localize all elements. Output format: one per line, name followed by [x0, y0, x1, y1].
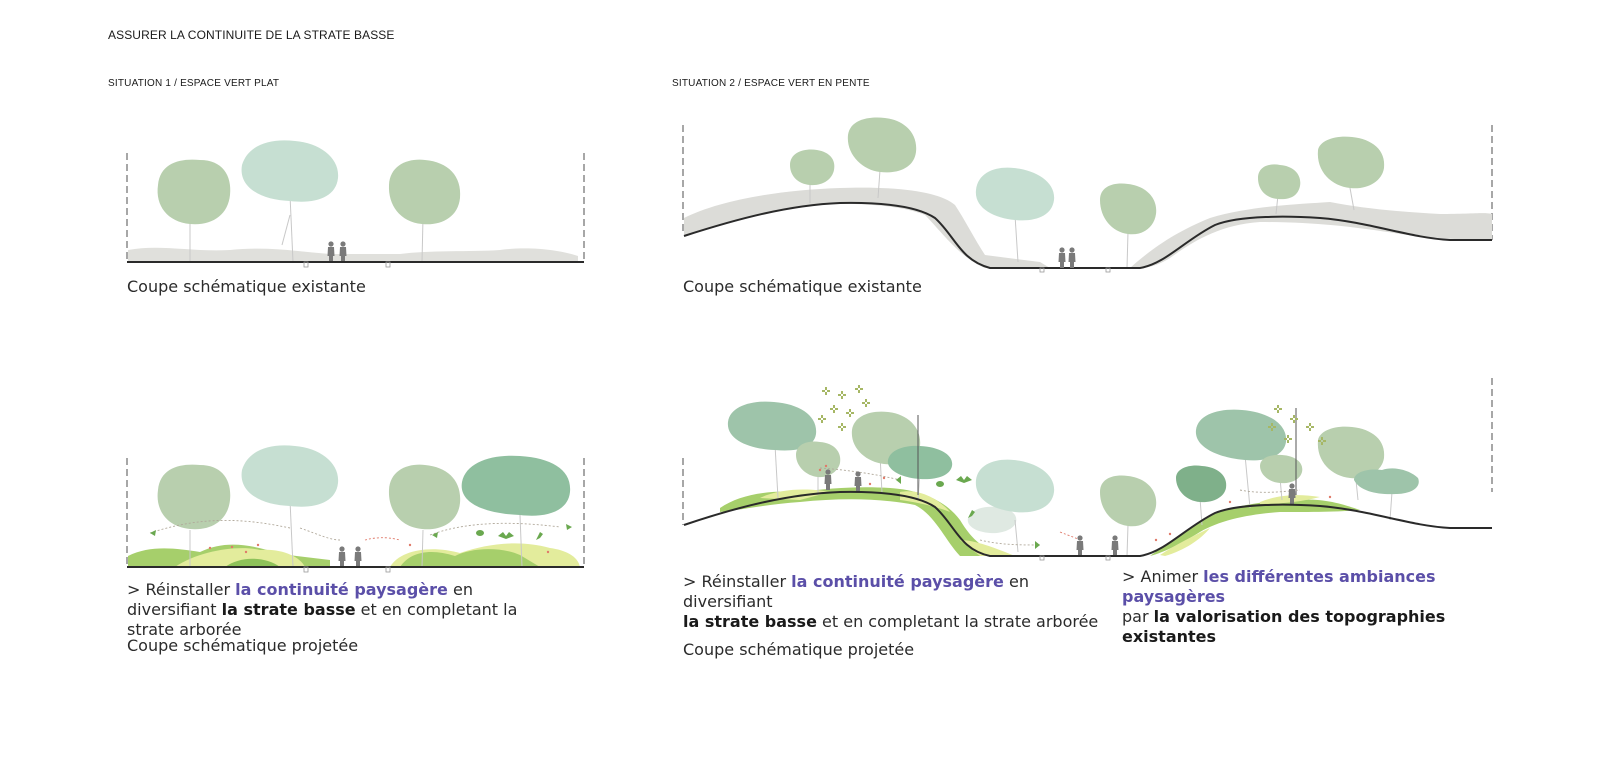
bird-icon — [968, 510, 975, 518]
s2-projected-pollen-crosses — [818, 385, 1326, 445]
s2-projected-seated-person — [1111, 535, 1119, 556]
note-suffix: et en completant la strate arborée — [127, 600, 518, 639]
s2-projected-ground-line — [683, 490, 1492, 557]
bird-icon — [536, 532, 543, 540]
frog-icon — [476, 530, 484, 536]
s2-projected-note-left: > Réinstaller la continuité paysagère en… — [683, 572, 1103, 632]
s2-projected-fauna-paths — [819, 467, 1301, 546]
note-bold: la valorisation des topographies existan… — [1122, 607, 1446, 646]
s1-existing-caption: Coupe schématique existante — [127, 277, 366, 296]
s1-projected-person — [338, 546, 346, 567]
note-mid: par — [1122, 607, 1154, 626]
s2-existing-person — [1068, 247, 1076, 268]
note-prefix: > Réinstaller — [127, 580, 236, 599]
s2-projected-caption: Coupe schématique projetée — [683, 640, 915, 659]
butterfly-icon — [498, 532, 514, 539]
s1-existing-ground-cover — [128, 247, 578, 262]
note-highlight: la continuité paysagère — [791, 572, 1004, 591]
s1-projected-caption: Coupe schématique projetée — [127, 636, 359, 655]
note-mid: en diversifiant — [683, 572, 1029, 611]
s1-existing-section — [126, 140, 585, 268]
butterfly-icon — [956, 476, 972, 483]
situation-2-title: SITUATION 2 / ESPACE VERT EN PENTE — [672, 78, 870, 89]
s2-projected-seed-dots — [818, 464, 1332, 542]
s2-existing-left-ground-cover — [684, 187, 1050, 268]
s2-projected-person — [1076, 535, 1084, 556]
frog-icon — [936, 481, 944, 487]
s1-projected-low-vegetation — [128, 543, 580, 567]
s1-projected-fauna-icons — [150, 524, 572, 540]
s2-projected-section — [682, 378, 1493, 561]
s1-projected-seed-dots — [208, 543, 550, 554]
note-highlight: les différentes ambiances paysagères — [1122, 567, 1436, 606]
s1-projected-section — [126, 445, 585, 573]
s1-projected-note: > Réinstaller la continuité paysagère en… — [127, 580, 567, 640]
s2-existing-right-ground-cover — [1130, 202, 1492, 268]
s1-projected-fauna-paths — [149, 519, 561, 541]
note-prefix: > Animer — [1122, 567, 1204, 586]
s2-projected-trees — [727, 401, 1419, 557]
s1-projected-trees — [157, 445, 571, 568]
note-mid: en diversifiant — [127, 580, 473, 619]
s2-existing-trees — [790, 117, 1385, 269]
s2-projected-note-right: > Animer les différentes ambiances paysa… — [1122, 567, 1522, 647]
note-highlight: la continuité paysagère — [235, 580, 448, 599]
note-suffix: et en completant la strate arborée — [816, 612, 1099, 631]
s1-existing-trees — [157, 140, 461, 263]
s1-projected-person — [354, 546, 362, 567]
s2-projected-seated-person — [824, 469, 832, 490]
note-bold: la strate basse — [683, 612, 817, 631]
page-title: ASSURER LA CONTINUITE DE LA STRATE BASSE — [108, 28, 395, 42]
s2-existing-caption: Coupe schématique existante — [683, 277, 922, 296]
s2-existing-ground-line — [683, 201, 1492, 269]
note-bold: la strate basse — [221, 600, 356, 619]
s2-existing-person — [1058, 247, 1066, 268]
s2-existing-section — [682, 117, 1493, 273]
s2-projected-fauna-icons — [896, 476, 1040, 549]
situation-1-title: SITUATION 1 / ESPACE VERT PLAT — [108, 78, 280, 89]
note-prefix: > Réinstaller — [683, 572, 792, 591]
